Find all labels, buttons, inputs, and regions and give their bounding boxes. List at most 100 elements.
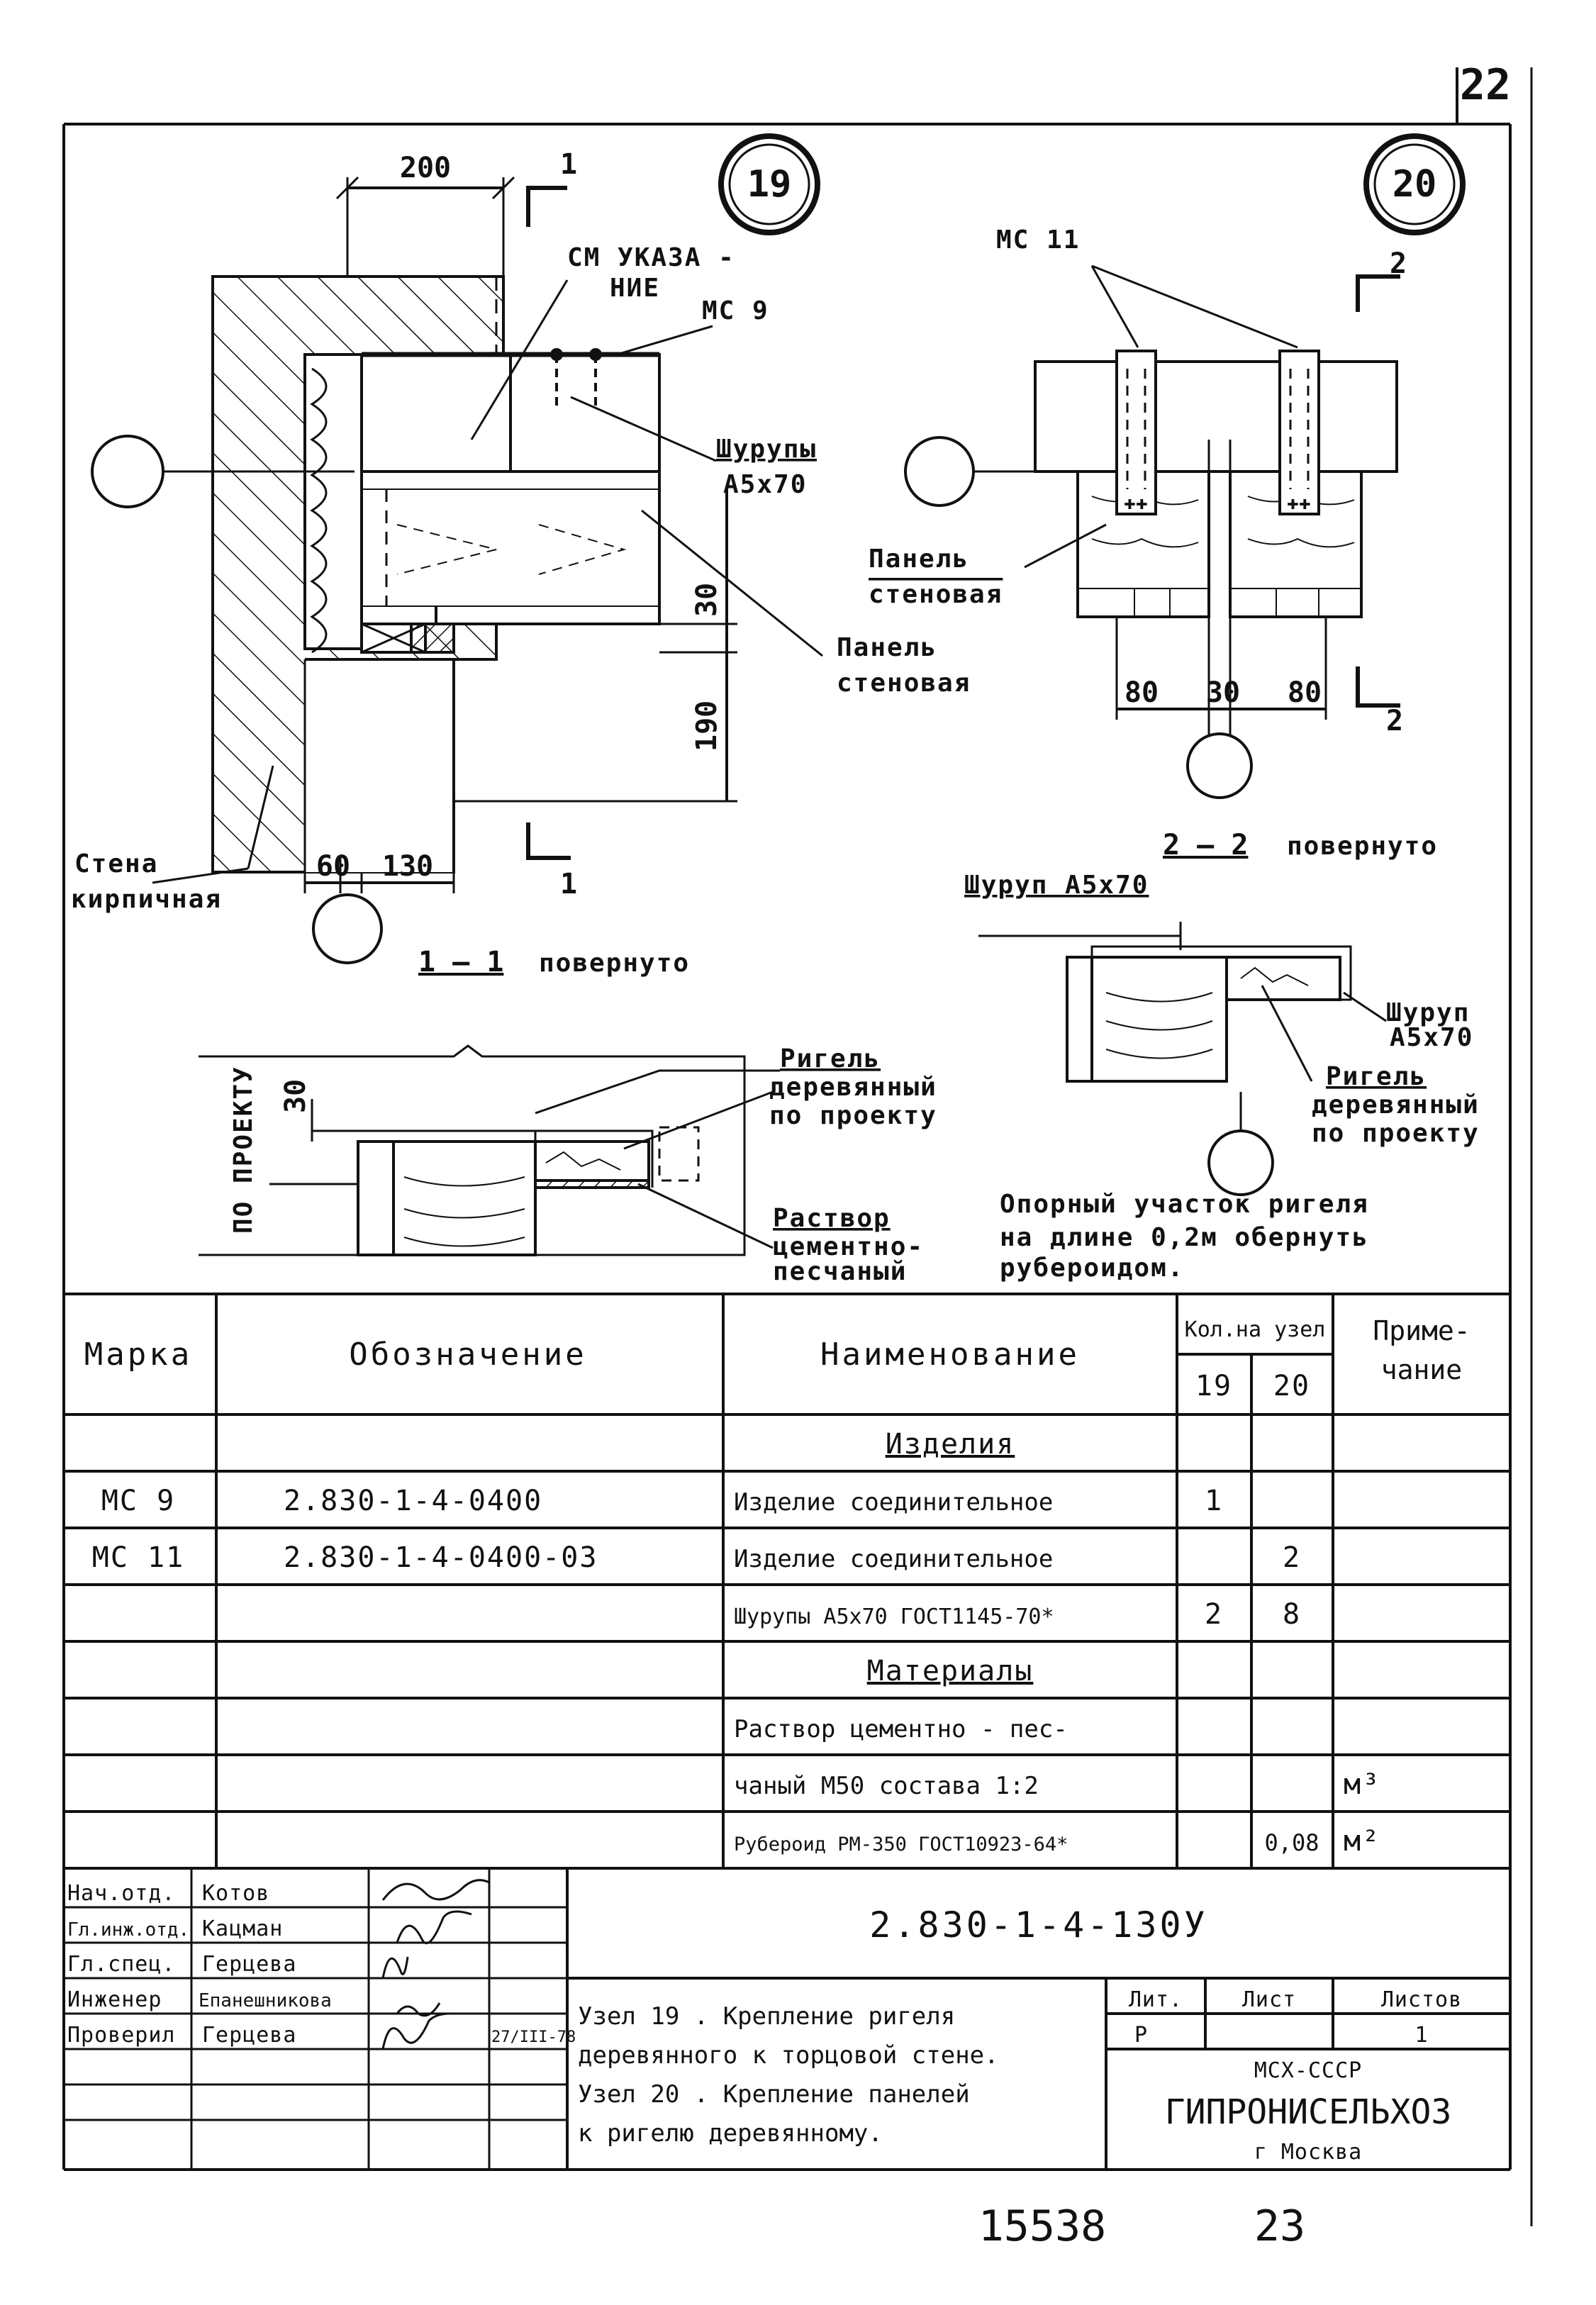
rigel-section-11 — [534, 1140, 650, 1182]
mortar-l1: Раствор — [773, 1204, 891, 1233]
node19-plan — [91, 133, 823, 964]
signatures — [381, 1879, 490, 2050]
node20-number: 20 — [1393, 163, 1437, 206]
by-project-vertical: ПО ПРОЕКТУ — [229, 1066, 258, 1234]
see-note-l1: СМ УКАЗА - — [567, 243, 735, 272]
svg-text:✚✚: ✚✚ — [1124, 491, 1148, 514]
title-line-1: Узел 19 . Крепление ригеля — [578, 2002, 955, 2031]
table-row-6-note: м³ — [1344, 1768, 1380, 1801]
table-row-1-name: Изделие соединительное — [734, 1488, 1053, 1517]
table-row-3-q20: 8 — [1283, 1598, 1301, 1631]
dim-80a: 80 — [1125, 676, 1159, 709]
dim-30-vert: 30 — [691, 583, 723, 617]
sheets-label: Листов — [1381, 1987, 1462, 2012]
rigel2-l3: по проекту — [1312, 1119, 1480, 1148]
dim-80b: 80 — [1288, 676, 1322, 709]
table-row-4-name: Материалы — [867, 1655, 1034, 1687]
title-block-grid — [64, 1868, 1510, 2170]
section11-view — [199, 1044, 780, 1256]
table-row-6-name: чаный М50 состава 1:2 — [734, 1772, 1039, 1800]
rigel-beam-20 — [1034, 360, 1398, 473]
section-22-title: 2 — 2 — [1163, 829, 1248, 861]
page-number-top: 22 — [1460, 60, 1511, 110]
wall-panel-19 — [360, 470, 661, 625]
panel1-l1: Панель — [837, 633, 937, 662]
table-row-1-mark: МС 9 — [101, 1485, 175, 1517]
panel2-l1: Панель — [869, 545, 969, 574]
role-1: Гл.инж.отд. — [67, 1919, 189, 1941]
screw-b-l2: А5х70 — [1390, 1023, 1473, 1052]
org-ministry: МСХ-СССР — [1254, 2058, 1363, 2083]
note-l1: Опорный участок ригеля — [1000, 1190, 1369, 1219]
screw-a-label: Шуруп А5х70 — [964, 871, 1149, 900]
sign-date: 27/III-78 — [491, 2028, 576, 2046]
sheets-value: 1 — [1414, 2023, 1428, 2048]
table-row-7-note: м² — [1344, 1825, 1380, 1858]
cut1-bottom-label: 1 — [560, 868, 577, 900]
note-l2: на длине 0,2м обернуть — [1000, 1223, 1369, 1252]
table-row-3-name: Шурупы А5х70 ГОСТ1145-70* — [734, 1604, 1054, 1629]
rigel2-l2: деревянный — [1312, 1090, 1480, 1120]
title-line-4: к ригелю деревянному. — [578, 2119, 883, 2148]
node20-circle — [1363, 133, 1466, 235]
rigel-section-22 — [1225, 956, 1341, 1001]
col-header-designation: Обозначение — [349, 1336, 586, 1373]
title-line-3: Узел 20 . Крепление панелей — [578, 2080, 970, 2109]
table-row-3-q19: 2 — [1205, 1598, 1223, 1631]
note-l3: рубероидом. — [1000, 1254, 1184, 1283]
table-row-2-mark: МС 11 — [92, 1541, 184, 1574]
panel2-l2: стеновая — [869, 580, 1003, 609]
col-header-q20: 20 — [1273, 1370, 1310, 1402]
axis-marker-20 — [904, 436, 975, 507]
table-row-2-name: Изделие соединительное — [734, 1545, 1053, 1573]
axis-marker-20b — [1186, 732, 1253, 799]
mc11-label: МС 11 — [996, 225, 1080, 255]
role-1-name: Кацман — [202, 1916, 283, 1941]
role-3: Инженер — [67, 1987, 162, 2012]
table-row-1-q19: 1 — [1205, 1485, 1223, 1517]
rigel1-l2: деревянный — [769, 1073, 937, 1102]
page-number-bottom: 23 — [1254, 2201, 1305, 2251]
doc-code: 2.830-1-4-130У — [869, 1904, 1207, 1946]
col-header-mark: Марка — [84, 1336, 192, 1373]
cut2-bottom-label: 2 — [1386, 705, 1403, 737]
rigel1-l3: по проекту — [769, 1101, 937, 1130]
dim-30b: 30 — [1206, 676, 1240, 709]
dim-130: 130 — [382, 850, 433, 883]
screws-l2: А5х70 — [723, 470, 807, 499]
col-header-note-l1: Приме- — [1373, 1315, 1470, 1346]
axis-marker-19 — [91, 435, 164, 508]
section-11-title: 1 — 1 — [418, 946, 503, 978]
table-row-5-name: Раствор цементно - пес- — [734, 1715, 1068, 1743]
mortar-l3: песчаный — [773, 1257, 907, 1286]
table-row-2-designation: 2.830-1-4-0400-03 — [284, 1541, 598, 1574]
mc9-label: МС 9 — [702, 296, 769, 325]
col-header-name: Наименование — [820, 1336, 1080, 1373]
lit-label: Лит. — [1129, 1987, 1183, 2012]
section-11-note: повернуто — [539, 949, 690, 978]
table-row-7-name: Рубероид РМ-350 ГОСТ10923-64* — [734, 1834, 1068, 1855]
dim-60: 60 — [316, 850, 350, 883]
title-line-2: деревянного к торцовой стене. — [578, 2041, 999, 2070]
screws-l1: Шурупы — [716, 435, 817, 464]
role-2: Гл.спец. — [67, 1952, 176, 1977]
see-note-l2: НИЕ — [610, 274, 660, 303]
cut2-top-label: 2 — [1390, 247, 1407, 280]
insulation-strip — [303, 353, 363, 650]
screw-b-l1: Шуруп — [1386, 998, 1470, 1027]
section22-view — [978, 922, 1387, 1196]
section-22-note: повернуто — [1287, 832, 1438, 861]
table-row-2-q20: 2 — [1283, 1541, 1301, 1574]
node19-circle — [718, 133, 820, 235]
sheet-label: Лист — [1242, 1987, 1296, 2012]
role-2-name: Герцева — [202, 1952, 296, 1977]
panel1-l2: стеновая — [837, 669, 971, 698]
col-header-note-l2: чание — [1381, 1354, 1462, 1385]
svg-text:✚✚: ✚✚ — [1287, 491, 1311, 514]
org-city: г Москва — [1254, 2140, 1363, 2165]
role-3-name: Епанешникова — [199, 1990, 332, 2011]
dim-200: 200 — [400, 152, 451, 184]
role-4: Проверил — [67, 2023, 176, 2048]
role-0-name: Котов — [202, 1881, 269, 1906]
